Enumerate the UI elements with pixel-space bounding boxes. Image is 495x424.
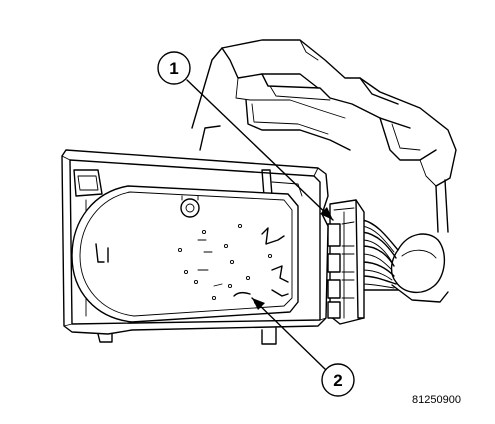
- mounting-bracket: [191, 39, 457, 303]
- callout-1-label: 1: [169, 59, 178, 78]
- figure-number: 81250900: [412, 394, 461, 406]
- wire-harness: [361, 219, 445, 293]
- electrical-connector: [327, 199, 365, 325]
- callout-1: 1: [157, 51, 334, 221]
- callout-2: 2: [251, 297, 355, 397]
- callout-2-label: 2: [333, 371, 342, 390]
- circuit-board: [71, 185, 299, 323]
